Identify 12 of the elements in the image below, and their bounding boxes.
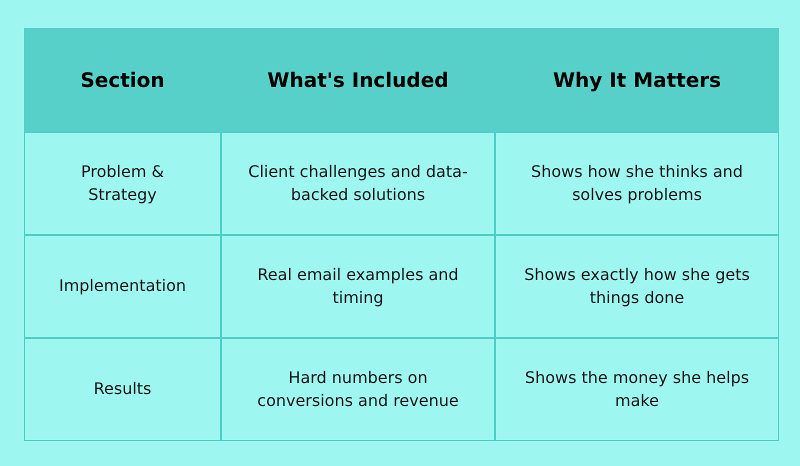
column-header: Section [24, 28, 221, 132]
table-cell: Real email examples and timing [221, 235, 495, 338]
table-cell: Shows the money she helps make [495, 338, 779, 441]
table-cell: Results [24, 338, 221, 441]
table-cell: Shows how she thinks and solves problems [495, 132, 779, 235]
column-header: What's Included [221, 28, 495, 132]
table-cell: Shows exactly how she gets things done [495, 235, 779, 338]
table-cell: Problem & Strategy [24, 132, 221, 235]
table-cell: Client challenges and data-backed solutions [221, 132, 495, 235]
column-header: Why It Matters [495, 28, 779, 132]
table-cell: Hard numbers on conversions and revenue [221, 338, 495, 441]
table-cell: Implementation [24, 235, 221, 338]
